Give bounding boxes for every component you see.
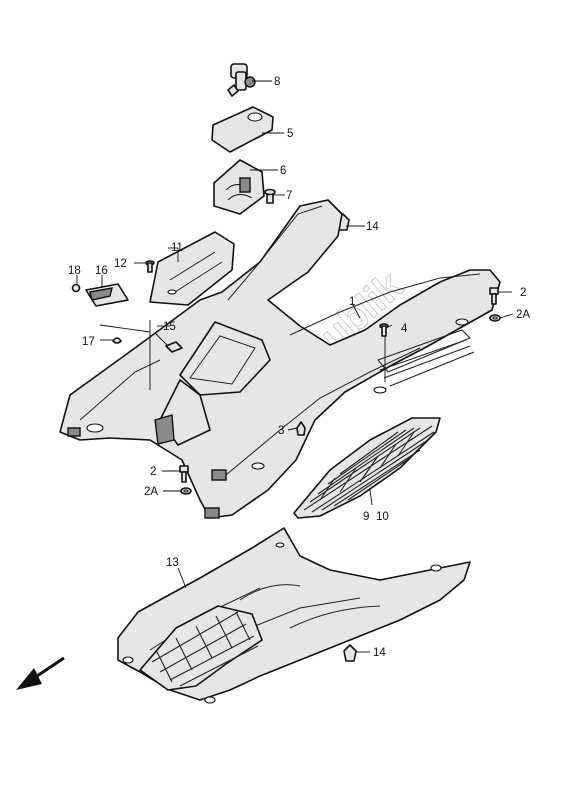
callout-7: 7 <box>286 190 292 202</box>
callout-6: 6 <box>280 165 286 177</box>
callout-labels: 8 5 6 7 14 11 12 18 16 1 2 2A 4 15 17 3 … <box>68 76 530 659</box>
callout-2-upper: 2 <box>520 287 526 299</box>
callout-11: 11 <box>171 242 183 254</box>
part-9-10-floor-mat <box>293 417 441 519</box>
part-11-bracket <box>149 231 235 306</box>
callout-16: 16 <box>95 265 108 277</box>
callout-14-lower: 14 <box>373 647 386 659</box>
part-2A-washer-upper <box>489 314 501 322</box>
callout-9: 9 <box>363 511 369 523</box>
callout-3: 3 <box>278 425 284 437</box>
callout-2A-lower: 2A <box>144 486 158 498</box>
callout-2A-upper: 2A <box>516 309 530 321</box>
callout-2-lower: 2 <box>150 466 156 478</box>
part-7-screw <box>264 188 276 204</box>
part-1-floor-panel <box>59 199 501 519</box>
part-6-holder <box>213 159 265 215</box>
callout-18: 18 <box>68 265 81 277</box>
part-2A-washer-lower <box>180 487 192 495</box>
callout-15: 15 <box>163 321 176 333</box>
part-13-undercover <box>117 527 471 704</box>
part-3-clip <box>296 421 306 436</box>
part-16-cover <box>85 283 129 307</box>
part-4-screw <box>379 323 389 337</box>
leader-lines <box>76 80 514 653</box>
callout-4: 4 <box>401 323 408 335</box>
part-15-clip <box>165 341 183 353</box>
callout-12: 12 <box>114 258 127 270</box>
part-8-key-lock <box>227 63 256 97</box>
callout-14-upper: 14 <box>366 221 379 233</box>
part-2-bolt-lower <box>179 465 189 483</box>
part-2-bolt-upper <box>489 287 499 305</box>
part-12-screw <box>145 260 155 273</box>
part-5-lid <box>211 106 274 153</box>
part-17-clip <box>112 337 122 344</box>
callout-8: 8 <box>274 76 280 88</box>
callout-5: 5 <box>287 128 293 140</box>
callout-10: 10 <box>376 511 389 523</box>
callout-17: 17 <box>82 336 95 348</box>
part-14-clip-lower <box>343 644 357 662</box>
front-direction-arrow-icon <box>16 656 65 690</box>
callout-13: 13 <box>166 557 179 569</box>
part-18-nut <box>71 283 81 293</box>
callout-1: 1 <box>349 296 355 308</box>
